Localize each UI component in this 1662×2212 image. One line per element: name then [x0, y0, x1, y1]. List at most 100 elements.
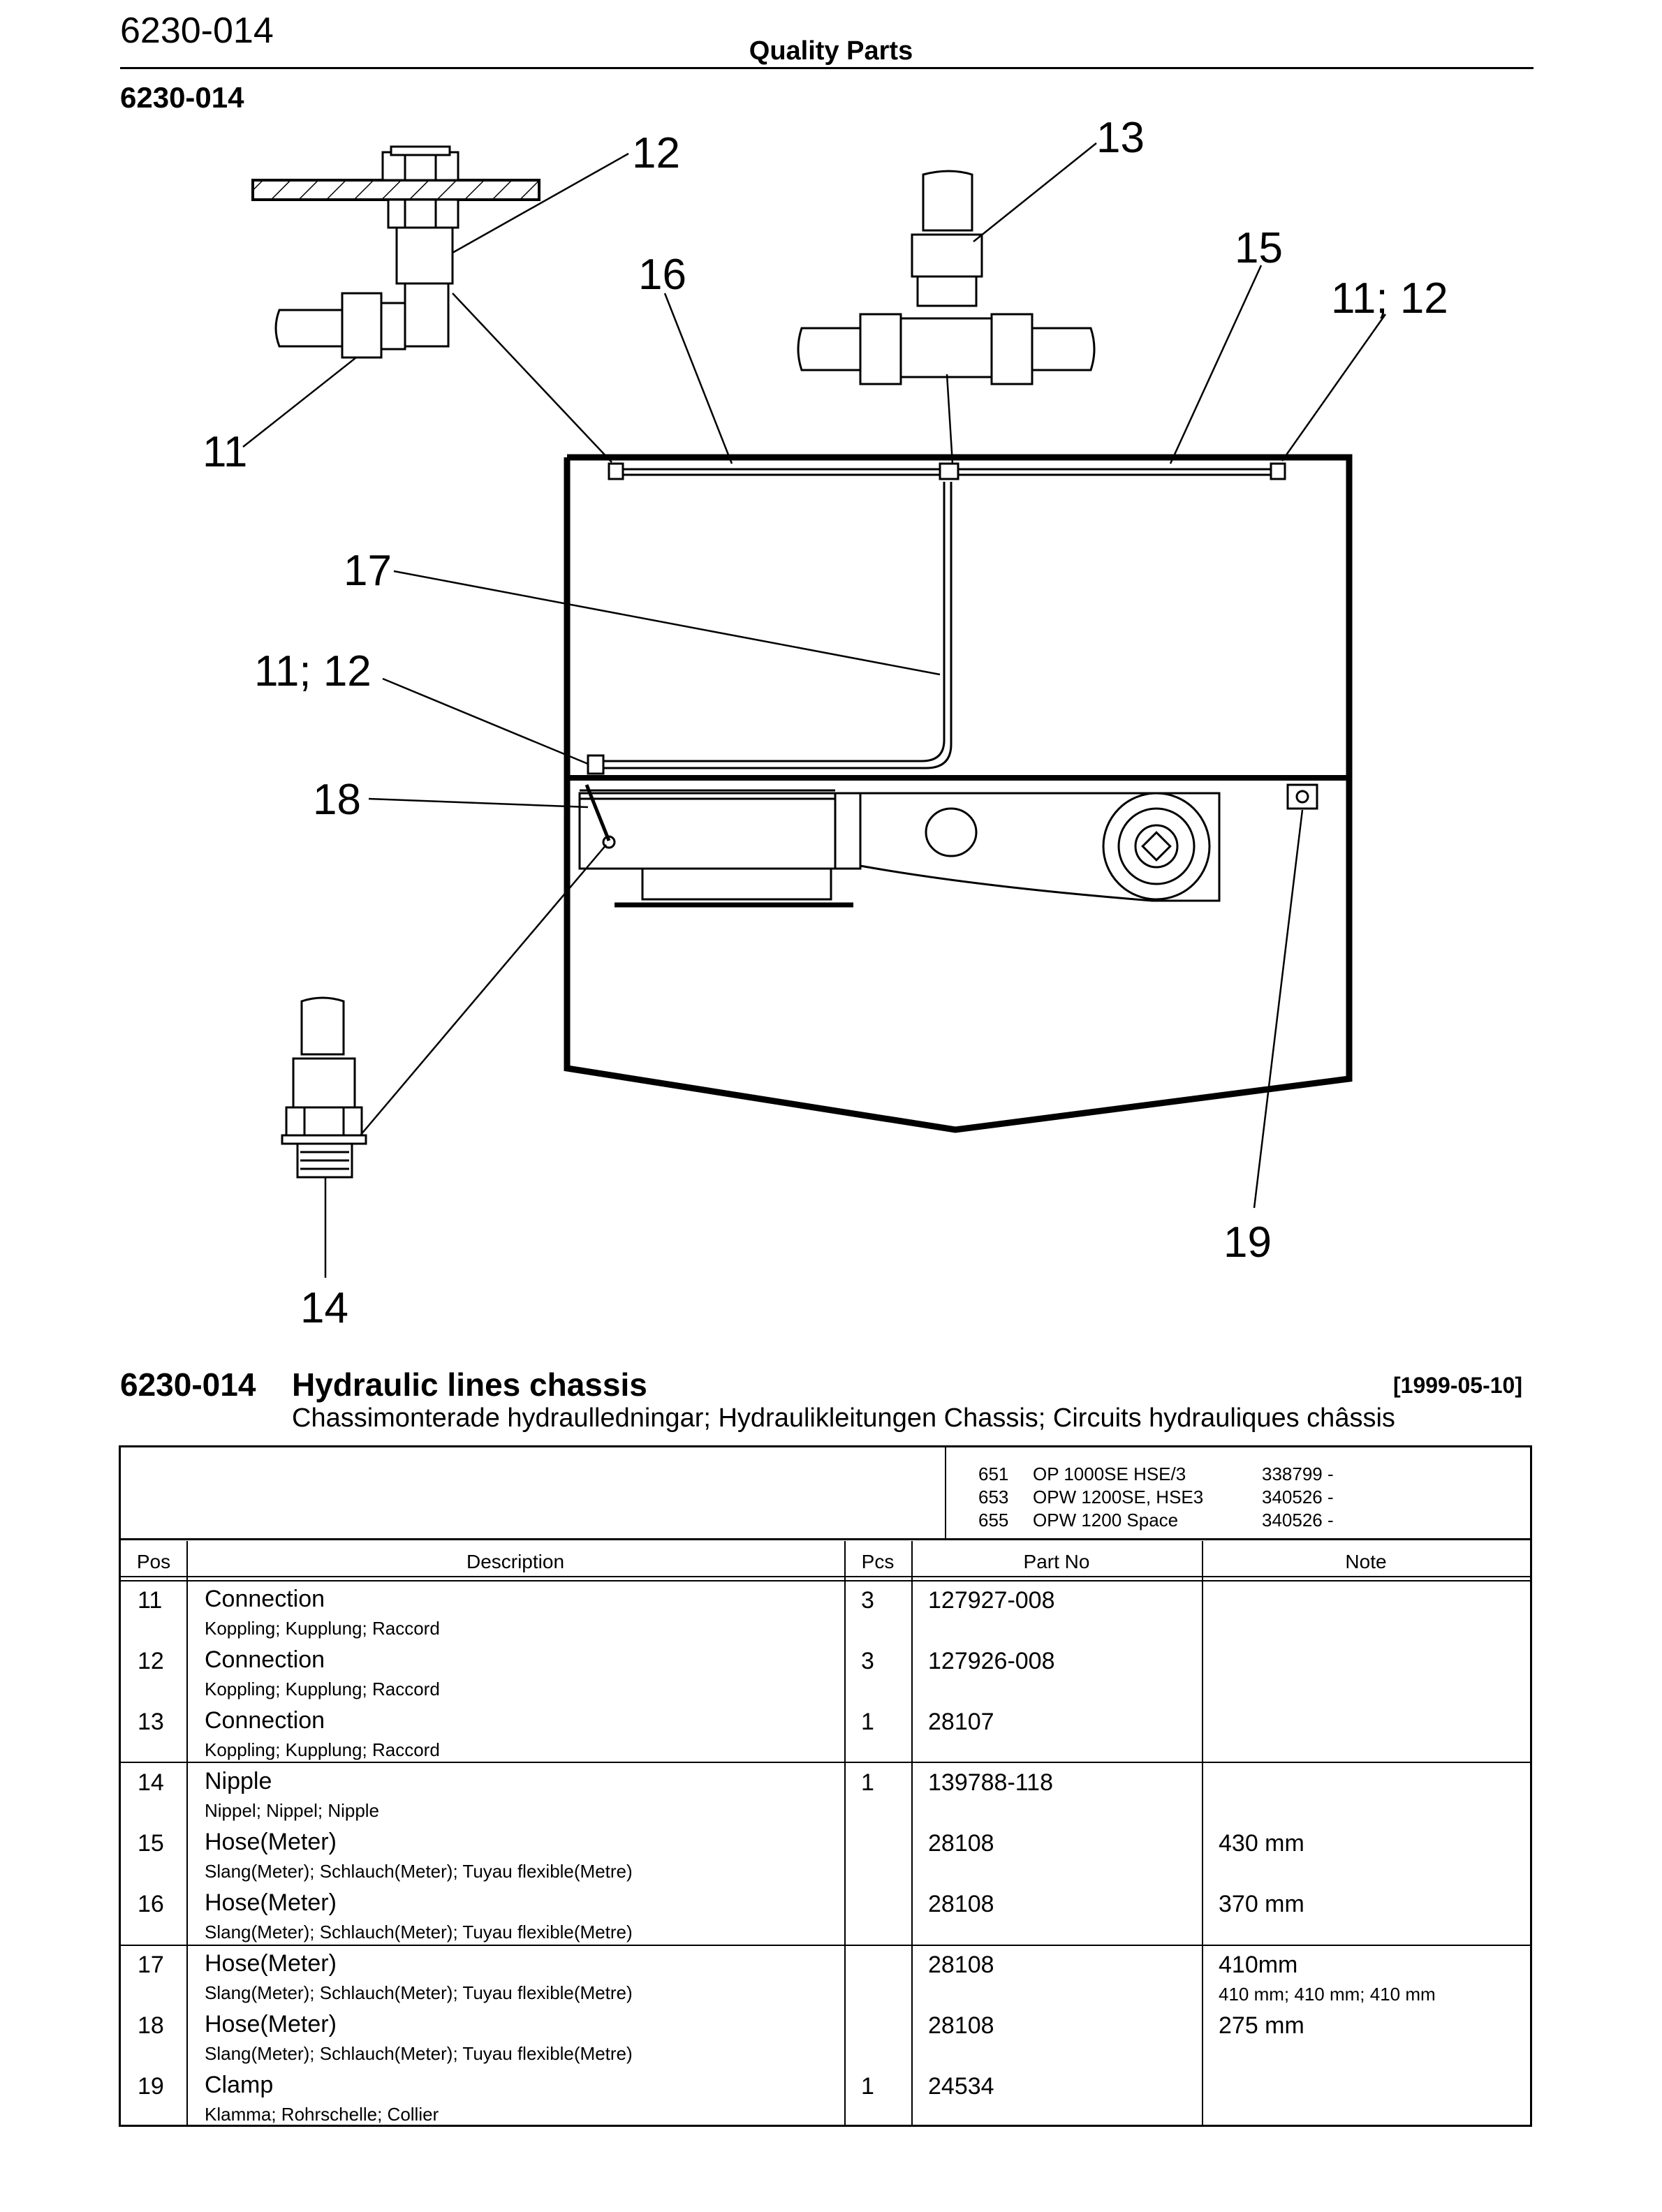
row-part-no: 28108 — [928, 1952, 994, 1978]
col-divider — [911, 1541, 913, 2125]
row-translation: Koppling; Kupplung; Raccord — [205, 1679, 440, 1699]
row-part-no: 28107 — [928, 1709, 994, 1735]
row-part-no: 127926-008 — [928, 1648, 1055, 1674]
table-row: 11 Connection Koppling; Kupplung; Raccor… — [121, 1580, 1530, 1641]
group-separator — [121, 1762, 1530, 1763]
col-header-note: Note — [1345, 1551, 1387, 1572]
section-title: Hydraulic lines chassis — [292, 1366, 647, 1403]
row-description: Connection — [205, 1707, 325, 1734]
column-header-rule-1 — [121, 1576, 1530, 1577]
row-description: Hose(Meter) — [205, 1889, 337, 1916]
section-date: [1999-05-10] — [1393, 1373, 1522, 1398]
row-translation: Koppling; Kupplung; Raccord — [205, 1739, 440, 1760]
callout-11-12-top: 11; 12 — [1331, 274, 1448, 323]
header-separator — [121, 1538, 1530, 1540]
row-pos: 11 — [138, 1587, 163, 1614]
connection-12-drawing — [251, 145, 540, 359]
col-divider — [186, 1541, 188, 2125]
row-translation: Nippel; Nippel; Nipple — [205, 1800, 380, 1821]
row-description: Hose(Meter) — [205, 1950, 337, 1977]
row-part-no: 139788-118 — [928, 1769, 1053, 1796]
callout-12: 12 — [632, 129, 680, 177]
section-code: 6230-014 — [120, 1366, 256, 1403]
row-note: 275 mm — [1219, 2012, 1304, 2039]
row-note: 410mm — [1219, 1952, 1298, 1978]
row-description: Connection — [205, 1646, 325, 1673]
row-pos: 17 — [138, 1952, 164, 1978]
connection-13-drawing — [797, 170, 1096, 385]
col-divider — [1202, 1541, 1203, 2125]
row-description: Hose(Meter) — [205, 2011, 337, 2037]
col-divider — [844, 1541, 846, 2125]
table-row: 12 Connection Koppling; Kupplung; Raccor… — [121, 1641, 1530, 1702]
row-translation: Slang(Meter); Schlauch(Meter); Tuyau fle… — [205, 1861, 633, 1882]
row-pcs: 1 — [861, 1709, 874, 1735]
row-description: Hose(Meter) — [205, 1829, 337, 1855]
callout-14: 14 — [300, 1284, 348, 1332]
row-translation: Slang(Meter); Schlauch(Meter); Tuyau fle… — [205, 1982, 633, 2003]
col-header-part-no: Part No — [1023, 1551, 1090, 1572]
row-part-no: 28108 — [928, 1830, 994, 1857]
column-header-rule-2 — [121, 1580, 1530, 1581]
row-pos: 18 — [138, 2012, 164, 2039]
row-translation: Klamma; Rohrschelle; Collier — [205, 2104, 439, 2125]
row-part-no: 24534 — [928, 2073, 994, 2100]
callout-18: 18 — [313, 776, 361, 824]
row-pos: 12 — [138, 1648, 164, 1674]
row-translation: Koppling; Kupplung; Raccord — [205, 1618, 440, 1639]
callout-17: 17 — [344, 547, 392, 595]
row-note: 430 mm — [1219, 1830, 1304, 1857]
callout-16: 16 — [638, 251, 686, 299]
row-pos: 16 — [138, 1891, 164, 1917]
row-translation: Slang(Meter); Schlauch(Meter); Tuyau fle… — [205, 2043, 633, 2064]
header-title: Quality Parts — [749, 36, 913, 66]
row-part-no: 28108 — [928, 1891, 994, 1917]
row-pos: 13 — [138, 1709, 164, 1735]
hydraulic-diagram: 12 13 16 15 11; 12 11 17 11; 12 18 19 14 — [203, 114, 1448, 1332]
row-description: Connection — [205, 1586, 325, 1612]
model-box-divider — [945, 1447, 946, 1540]
row-translation: Slang(Meter); Schlauch(Meter); Tuyau fle… — [205, 1922, 633, 1942]
section-code-top: 6230-014 — [120, 81, 244, 114]
row-pcs: 3 — [861, 1648, 874, 1674]
row-pos: 19 — [138, 2073, 164, 2100]
table-row: 16 Hose(Meter) Slang(Meter); Schlauch(Me… — [121, 1884, 1530, 1945]
row-note-translation: 410 mm; 410 mm; 410 mm — [1219, 1984, 1436, 2005]
row-pos: 15 — [138, 1830, 164, 1857]
callout-19: 19 — [1223, 1218, 1272, 1267]
table-row: 17 Hose(Meter) Slang(Meter); Schlauch(Me… — [121, 1945, 1530, 2005]
row-pcs: 1 — [861, 1769, 874, 1796]
chassis-frame-drawing — [564, 454, 1353, 1133]
row-pcs: 3 — [861, 1587, 874, 1614]
table-row: 18 Hose(Meter) Slang(Meter); Schlauch(Me… — [121, 2005, 1530, 2066]
callout-11-12-left: 11; 12 — [254, 647, 372, 695]
callout-13: 13 — [1096, 114, 1145, 162]
row-description: Clamp — [205, 2072, 274, 2098]
table-row: 15 Hose(Meter) Slang(Meter); Schlauch(Me… — [121, 1823, 1530, 1884]
row-part-no: 28108 — [928, 2012, 994, 2039]
callout-15: 15 — [1235, 224, 1283, 272]
section-subtitle: Chassimonterade hydraulledningar; Hydrau… — [292, 1403, 1395, 1433]
row-part-no: 127927-008 — [928, 1587, 1055, 1614]
row-note: 370 mm — [1219, 1891, 1304, 1917]
row-description: Nipple — [205, 1768, 272, 1794]
table-row: 19 Clamp Klamma; Rohrschelle; Collier 1 … — [121, 2066, 1530, 2127]
col-header-description: Description — [466, 1551, 565, 1572]
col-header-pcs: Pcs — [861, 1551, 895, 1572]
table-row: 13 Connection Koppling; Kupplung; Raccor… — [121, 1702, 1530, 1762]
header-rule — [120, 67, 1534, 69]
row-pcs: 1 — [861, 2073, 874, 2100]
doc-number: 6230-014 — [120, 10, 274, 51]
table-row: 14 Nipple Nippel; Nippel; Nipple 1 13978… — [121, 1762, 1530, 1823]
callout-11: 11 — [203, 428, 247, 476]
col-header-pos: Pos — [136, 1551, 171, 1572]
group-separator — [121, 1945, 1530, 1946]
row-pos: 14 — [138, 1769, 164, 1796]
leader-lines — [242, 142, 1387, 1278]
nipple-14-drawing — [281, 996, 367, 1179]
